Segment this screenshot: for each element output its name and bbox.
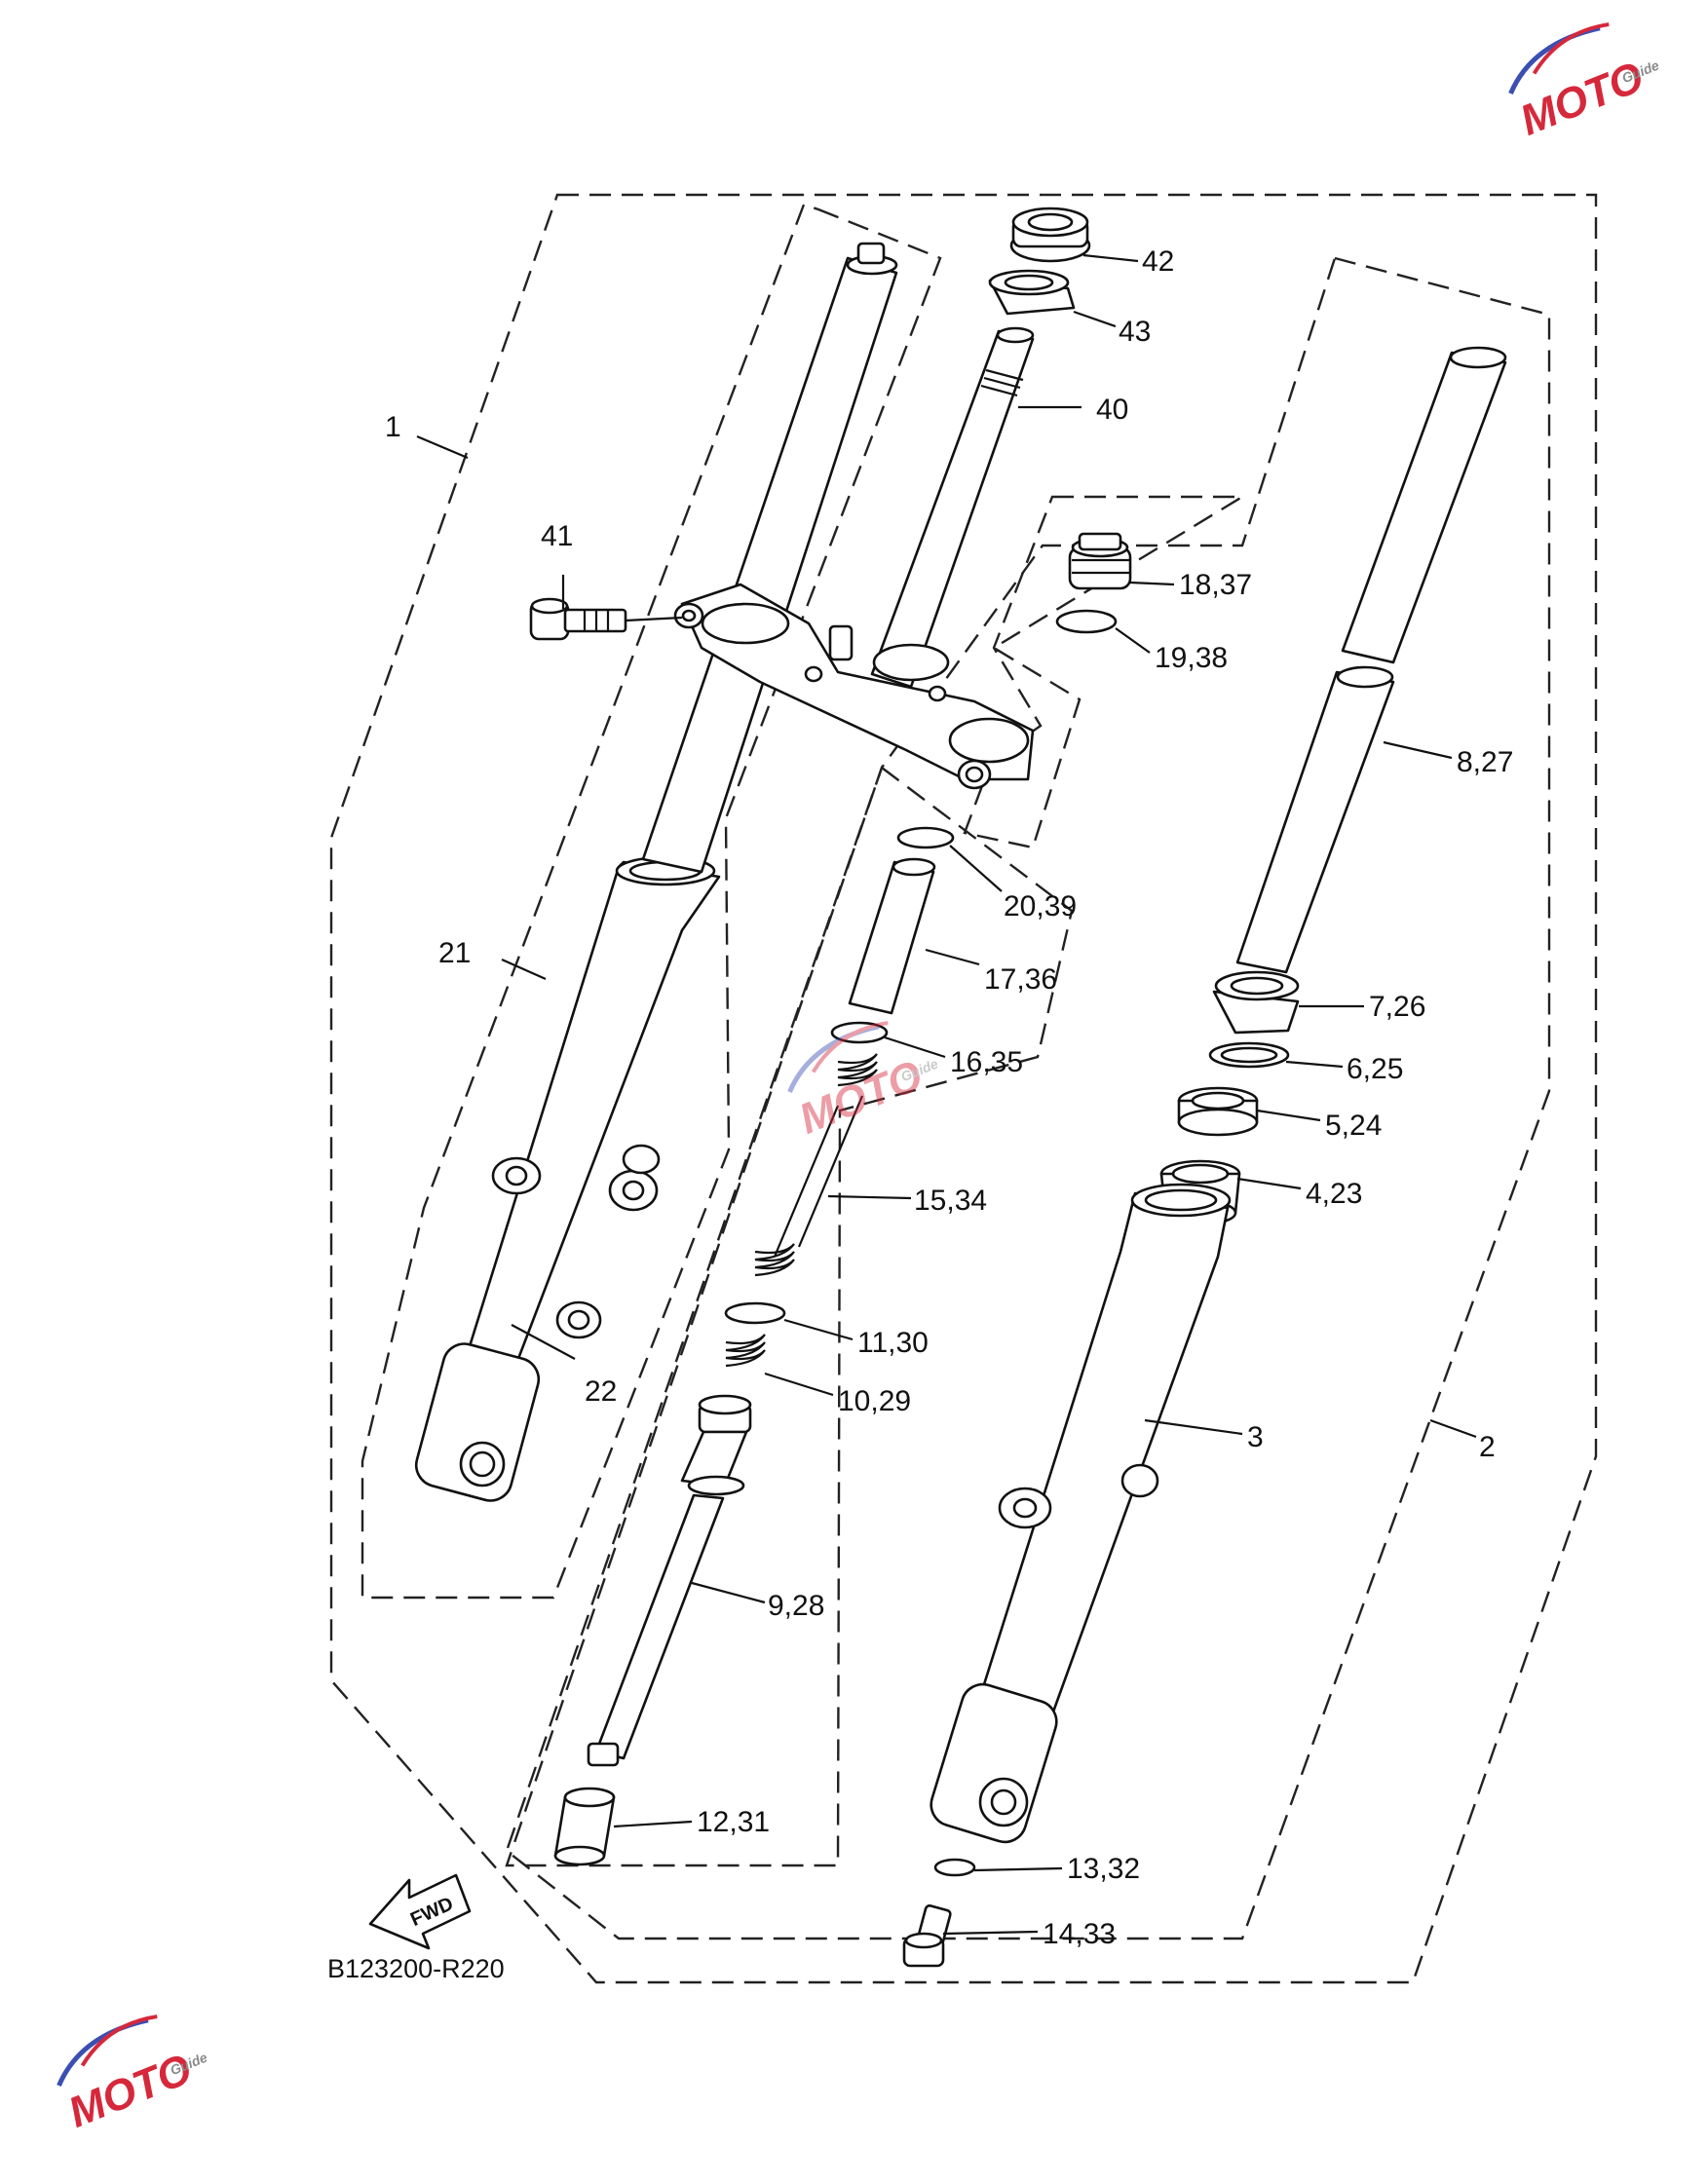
steering-shaft-40 [870, 326, 1035, 689]
watermark-logo-center: MOTO Guide [787, 1021, 940, 1144]
washer-43 [988, 269, 1076, 316]
rebound-spring-10-29 [725, 1334, 766, 1368]
oil-seal-5-24 [1177, 1086, 1259, 1137]
watermark-logo-top: MOTO Guide [1508, 22, 1661, 145]
assembly-2-boundary [505, 256, 1551, 1940]
inner-tube-8-27 [1235, 346, 1507, 974]
callout-2: 2 [1479, 1431, 1496, 1463]
callout-20-39: 20,39 [1004, 890, 1077, 923]
callout-40: 40 [1096, 394, 1128, 426]
callout-41: 41 [541, 520, 573, 552]
under-bracket [673, 583, 1035, 790]
bolt-41 [529, 597, 683, 641]
callout-5-24: 5,24 [1325, 1110, 1382, 1142]
assembly-1-boundary [329, 193, 1598, 1984]
inner-tube-left [641, 242, 898, 874]
washer-13-32 [933, 1858, 976, 1877]
spring-15-34 [754, 1053, 878, 1277]
spacer-17-36 [848, 857, 936, 1015]
bolt-14-33 [902, 1903, 952, 1968]
leader-lines [416, 253, 1477, 1936]
callout-15-34: 15,34 [914, 1185, 987, 1217]
cap-bolt-18-37 [1068, 532, 1132, 590]
callout-21: 21 [438, 937, 471, 969]
callout-7-26: 7,26 [1369, 991, 1425, 1023]
callout-6-25: 6,25 [1347, 1053, 1403, 1085]
seat-16-35 [830, 1021, 889, 1044]
callout-11-30: 11,30 [857, 1327, 929, 1359]
callout-10-29: 10,29 [838, 1385, 911, 1417]
callout-17-36: 17,36 [984, 963, 1057, 996]
assembly-15-boundary [505, 766, 1074, 1867]
o-ring-19-38 [1055, 609, 1118, 634]
clip-6-25 [1208, 1041, 1290, 1069]
callout-8-27: 8,27 [1457, 746, 1513, 778]
damper-rod-9-28 [587, 1394, 752, 1767]
nut-42 [1009, 207, 1091, 263]
callout-12-31: 12,31 [697, 1806, 770, 1838]
callout-14-33: 14,33 [1043, 1918, 1116, 1950]
outer-tube-3 [930, 1183, 1232, 1844]
callout-22: 22 [585, 1375, 617, 1408]
callout-4-23: 4,23 [1306, 1178, 1362, 1210]
callout-43: 43 [1119, 316, 1151, 348]
washer-20-39 [896, 826, 955, 849]
callout-18-37: 18,37 [1179, 569, 1252, 601]
callout-1: 1 [385, 411, 401, 443]
dust-seal-7-26 [1212, 970, 1300, 1035]
watermark-logo-bottom: MOTO Guide [57, 2015, 209, 2137]
callout-16-35: 16,35 [950, 1046, 1023, 1078]
callout-9-28: 9,28 [768, 1590, 824, 1622]
diagram-code: B123200-R220 [327, 1954, 505, 1983]
seat-11-30 [724, 1301, 786, 1325]
callout-19-38: 19,38 [1155, 642, 1228, 674]
callout-3: 3 [1247, 1421, 1264, 1453]
callout-labels: 1 42 43 40 41 18,37 19,38 8,27 20,39 17,… [385, 245, 1513, 1950]
callout-13-32: 13,32 [1067, 1853, 1140, 1885]
oil-lock-12-31 [553, 1787, 616, 1866]
outer-tube-21 [414, 855, 721, 1502]
fwd-arrow: FWD [368, 1873, 472, 1950]
callout-42: 42 [1142, 245, 1174, 278]
assembly-21-boundary [361, 203, 942, 1600]
